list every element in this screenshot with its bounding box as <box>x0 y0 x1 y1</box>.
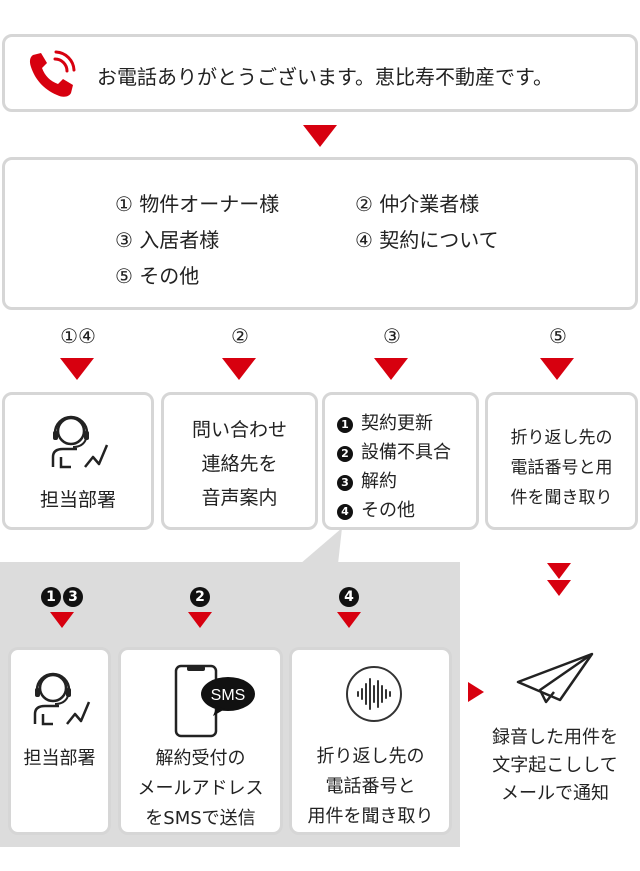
greeting-box: お電話ありがとうございます。恵比寿不動産です。 <box>2 34 638 112</box>
voice-recording-icon <box>346 666 402 722</box>
callback-box: 折り返し先の 電話番号と用 件を聞き取り <box>485 392 638 530</box>
branch-label-1-4: ①④ <box>60 324 96 348</box>
greeting-text: お電話ありがとうございます。恵比寿不動産です。 <box>97 65 553 89</box>
arrow-down-s4 <box>337 612 361 628</box>
sms-line-2: メールアドレス <box>137 778 264 799</box>
menu-item-agent: ② 仲介業者様 <box>355 192 480 216</box>
operator-icon <box>51 415 109 469</box>
inquiry-line-1: 問い合わせ <box>191 419 287 441</box>
staff-box-2: 担当部署 <box>8 647 111 835</box>
callback-line-1: 折り返し先の <box>510 428 613 448</box>
menu-item-other: ⑤ その他 <box>115 264 200 288</box>
menu-item-resident: ③ 入居者様 <box>115 228 220 252</box>
callback2-line-3: 用件を聞き取り <box>307 806 434 827</box>
inquiry-box: 問い合わせ 連絡先を 音声案内 <box>161 392 318 530</box>
email-line-3: メールで通知 <box>501 783 609 804</box>
callback-line-3: 件を聞き取り <box>510 488 613 508</box>
phone-icon <box>29 50 76 97</box>
branch-label-2: ② <box>231 324 249 348</box>
arrow-down-b5 <box>540 358 574 380</box>
callback-box-2: 折り返し先の 電話番号と 用件を聞き取り <box>289 647 452 835</box>
sms-line-3: をSMSで送信 <box>145 808 256 829</box>
callout-pointer <box>300 528 342 564</box>
arrow-down-b2 <box>222 358 256 380</box>
arrow-down-s2 <box>188 612 212 628</box>
sub-label-4: 4 <box>309 582 389 607</box>
arrow-down-1 <box>303 125 337 147</box>
sms-line-1: 解約受付の <box>155 748 246 769</box>
arrow-down-double-2 <box>547 580 571 596</box>
inquiry-line-2: 連絡先を <box>201 453 278 475</box>
callback-line-2: 電話番号と用 <box>510 458 613 478</box>
branch-label-3: ③ <box>383 324 401 348</box>
arrow-down-b3 <box>374 358 408 380</box>
email-line-1: 録音した用件を <box>492 727 618 748</box>
staff-label: 担当部署 <box>39 489 116 511</box>
sub-label-2: 2 <box>160 582 240 607</box>
staff-box: 担当部署 <box>2 392 154 530</box>
arrow-down-s1 <box>50 612 74 628</box>
arrow-down-double-1 <box>547 563 571 579</box>
paper-plane-icon <box>516 652 594 704</box>
operator-icon <box>33 672 91 726</box>
email-line-2: 文字起こしして <box>492 755 618 776</box>
inquiry-line-3: 音声案内 <box>201 487 278 509</box>
branch-label-5: ⑤ <box>549 324 567 348</box>
callback2-line-2: 電話番号と <box>325 776 416 797</box>
arrow-right <box>468 682 484 702</box>
staff-label-2: 担当部署 <box>23 748 96 769</box>
menu-item-contract: ④ 契約について <box>355 228 499 252</box>
svg-text:SMS: SMS <box>211 687 246 704</box>
smartphone-sms-icon: SMS <box>174 664 255 738</box>
menu-item-owner: ① 物件オーナー様 <box>115 192 280 216</box>
callback2-line-1: 折り返し先の <box>316 746 425 767</box>
arrow-down-b1 <box>60 358 94 380</box>
sms-box: SMS 解約受付の メールアドレス をSMSで送信 <box>118 647 283 835</box>
menu-box: ① 物件オーナー様 ② 仲介業者様 ③ 入居者様 ④ 契約について ⑤ その他 <box>2 157 638 310</box>
